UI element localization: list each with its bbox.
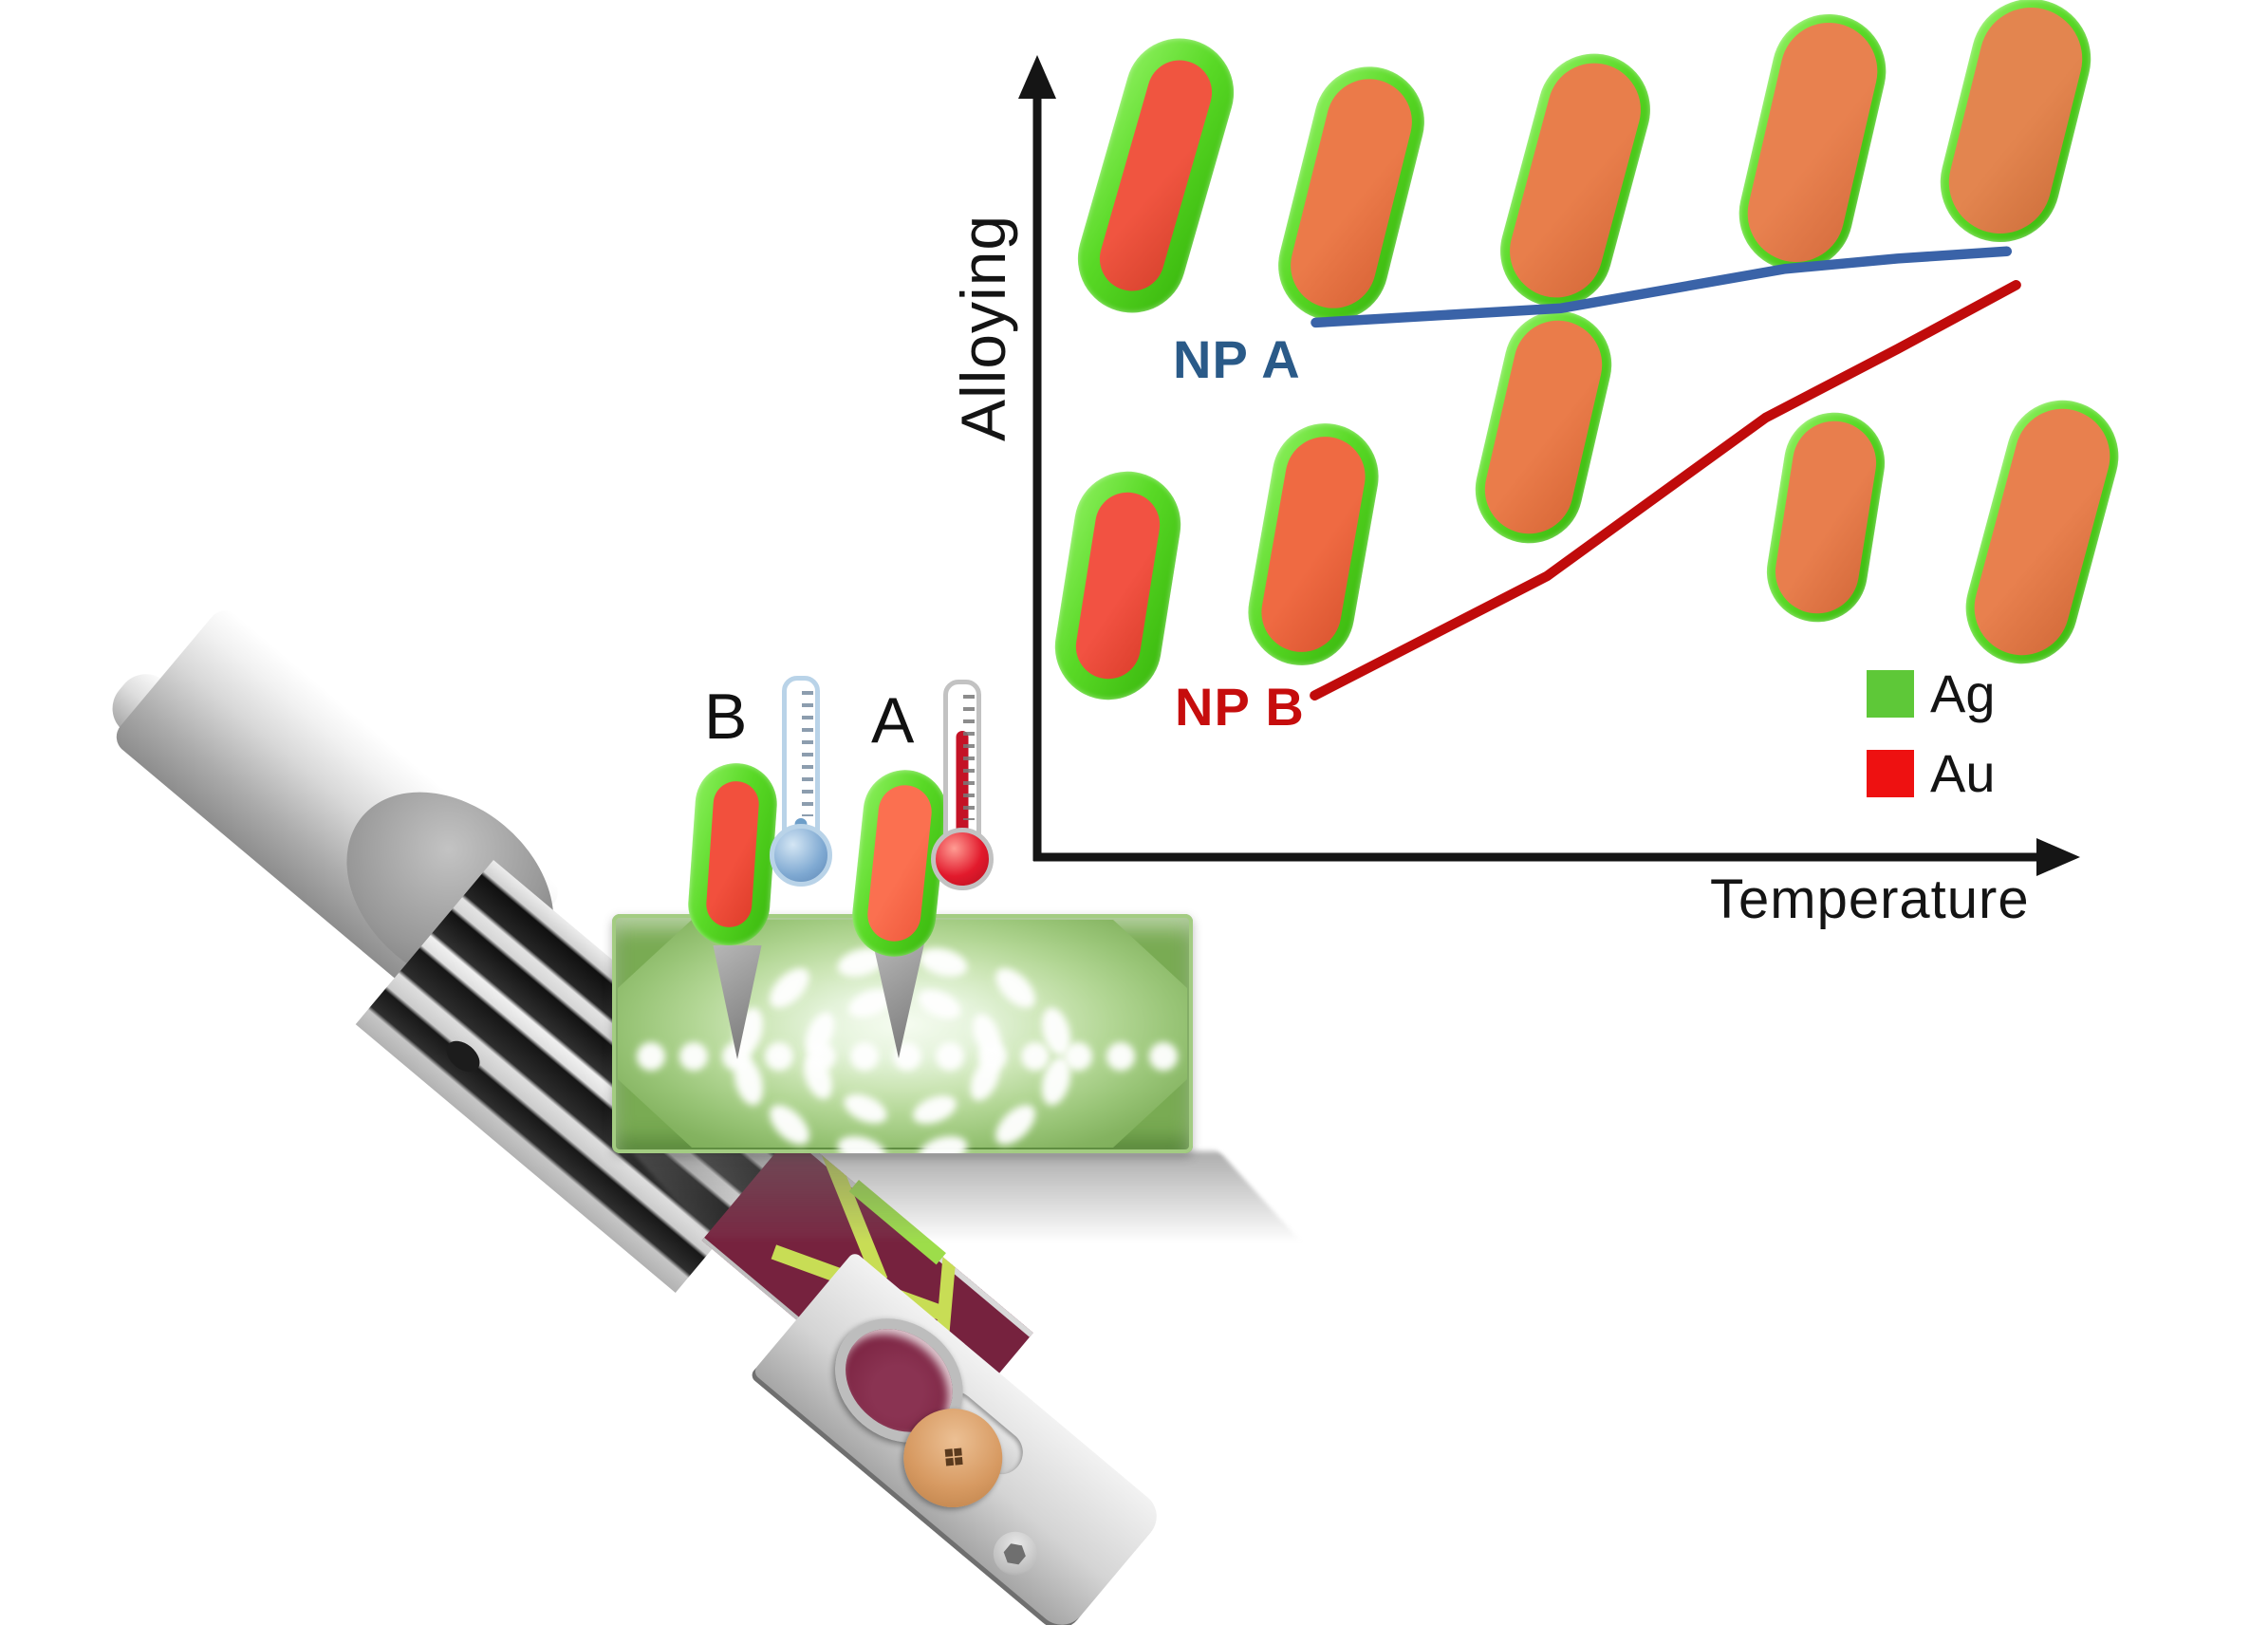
- chip-hole: [908, 1090, 961, 1130]
- specimen-rod-b: [685, 760, 780, 948]
- chip-hole: [1021, 1042, 1050, 1071]
- hot-thermometer-icon: [931, 680, 994, 890]
- tip-screw-icon: ⬢: [984, 1522, 1047, 1585]
- chart-top-rod-4-core: [1738, 12, 1887, 272]
- thermometer-ticks: [963, 695, 975, 820]
- specimen-b-label: B: [704, 681, 748, 753]
- series-line-np-b: [1310, 280, 2021, 700]
- chart-bottom-rod-2-core: [1255, 429, 1372, 659]
- chip-hole: [936, 1042, 964, 1071]
- series-line-np-a: [1311, 246, 2013, 328]
- chip-hole: [916, 1130, 972, 1153]
- chip-hole: [1106, 1042, 1135, 1071]
- chart-top-rod-1-core: [1091, 52, 1220, 299]
- thermometer-stem: [943, 680, 981, 850]
- chart-top-rod-5: [1927, 0, 2104, 255]
- chip-hole: [762, 961, 817, 1016]
- chip-hole: [850, 1042, 879, 1071]
- chart-top-rod-5-core: [1938, 0, 2093, 245]
- thermometer-bulb: [931, 828, 994, 890]
- thermometer-bulb: [770, 824, 832, 887]
- chip-hole: [840, 1088, 892, 1130]
- chip-hole-pattern: [612, 914, 1193, 1153]
- legend-au-label: Au: [1930, 743, 1996, 803]
- chart-bottom-rod-4: [1759, 405, 1892, 629]
- chip-shadow: [631, 1151, 1298, 1239]
- chart-top-rod-1: [1065, 26, 1247, 326]
- chip-hole: [988, 1097, 1043, 1152]
- specimen-a-label: A: [871, 684, 915, 756]
- x-axis-label: Temperature: [1710, 869, 2030, 930]
- specimen-rod-b-core: [704, 779, 761, 929]
- chip-hole: [988, 961, 1043, 1016]
- chart-bottom-rod-1-core: [1070, 487, 1165, 684]
- legend-ag-label: Ag: [1930, 663, 1996, 723]
- legend-ag-swatch: [1867, 670, 1914, 718]
- chart-top-rod-2: [1266, 55, 1437, 332]
- chart-bottom-rod-3-core: [1476, 311, 1610, 543]
- specimen-rod-a-core: [864, 782, 935, 943]
- chart-bottom-rod-4-core: [1769, 415, 1883, 620]
- chip-hole: [679, 1042, 708, 1071]
- copper-disc-logo-icon: ❖: [930, 1434, 976, 1482]
- chart-bottom-rod-5: [1953, 387, 2131, 676]
- chip-hole: [916, 943, 972, 982]
- chip-hole: [762, 1097, 817, 1152]
- chip-hole: [913, 983, 965, 1025]
- np-a-series-label: NP A: [1173, 329, 1301, 389]
- chip-hole: [1149, 1042, 1178, 1071]
- y-axis-label: Alloying: [948, 214, 1018, 441]
- chart-top-rod-3-core: [1499, 52, 1651, 308]
- chip-hole: [833, 1130, 889, 1153]
- thermometer-ticks: [802, 691, 813, 816]
- chip-hole: [637, 1042, 665, 1071]
- chart-top-rod-3: [1487, 41, 1664, 320]
- chart-bottom-rod-2: [1239, 414, 1387, 674]
- chip-hole: [765, 1042, 793, 1071]
- chart-bottom-rod-3: [1464, 300, 1622, 554]
- legend-au-swatch: [1867, 750, 1914, 797]
- chart-top-rod-2-core: [1281, 69, 1422, 318]
- chart-top-rod-4: [1727, 3, 1898, 282]
- chart-bottom-rod-1: [1047, 463, 1189, 708]
- np-b-series-label: NP B: [1175, 677, 1305, 737]
- cold-thermometer-icon: [770, 676, 832, 887]
- chart-bottom-rod-5-core: [1963, 398, 2121, 665]
